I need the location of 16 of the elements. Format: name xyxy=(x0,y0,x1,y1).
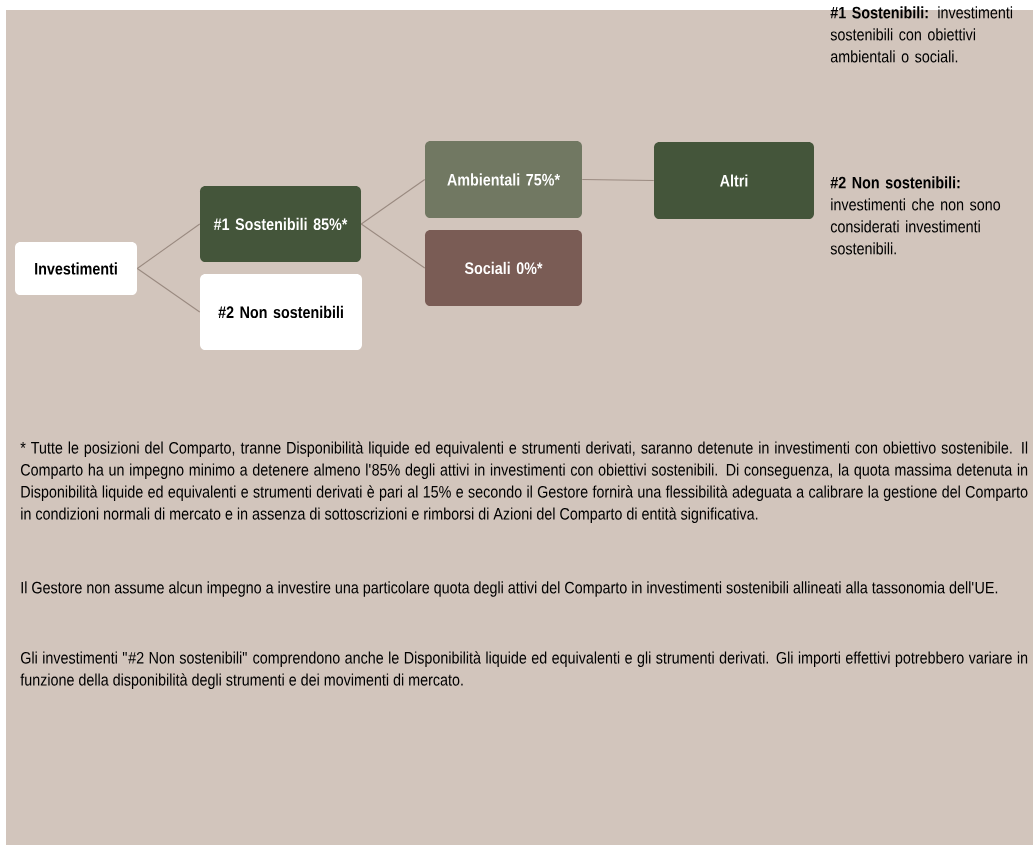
connector-line xyxy=(581,178,655,182)
definition-text: #1 Sostenibili: investimenti sostenibili con obiettivi ambientali o sociali. xyxy=(830,6,1013,63)
definition-text: #2 Non sostenibili: investimenti che non sono considerati investimenti sostenibili. xyxy=(830,176,1001,255)
connector-line xyxy=(136,223,201,270)
connector-line xyxy=(360,223,426,269)
connector-line xyxy=(360,178,426,225)
box: #2 Non sostenibili xyxy=(200,274,362,350)
footnote-text: * Tutte le posizioni del Comparto, tranne Disponibilità liquide ed equivalenti e strumenti derivati, saranno detenute in investimenti con obiettivo sostenibile. Il Comparto ha un impegno minimo a detenere almeno l'85% degli attivi in investimenti con obiettivi sostenibili. Di conseguenza, la quota massima detenuta in Disponibilità liquide ed equivalenti e strumenti derivati è pari al 15% e secondo il Gestore fornirà una flessibilità adeguata a calibrare la gestione del Comparto in condizioni normali di mercato e in assenza di sottoscrizioni e rimborsi di Azioni del Comparto di entità significativa. xyxy=(20,441,1028,523)
box: Ambientali 75%* xyxy=(425,141,582,218)
box: Altri xyxy=(654,142,814,219)
footnote-text: Gli investimenti "#2 Non sostenibili" comprendono anche le Disponibilità liquide ed equivalenti e gli strumenti derivati. Gli importi effettivi potrebbero variare in funzione della disponibilità degli strumenti e dei movimenti di mercato. xyxy=(20,651,1028,689)
connector-line xyxy=(136,267,201,313)
box: #1 Sostenibili 85%* xyxy=(200,186,361,262)
footnote-text: Il Gestore non assume alcun impegno a investire una particolare quota degli attivi del Comparto in investimenti sostenibili allineati alla tassonomia dell'UE. xyxy=(21,581,998,597)
box: Sociali 0%* xyxy=(425,230,582,306)
box: Investimenti xyxy=(15,242,137,295)
